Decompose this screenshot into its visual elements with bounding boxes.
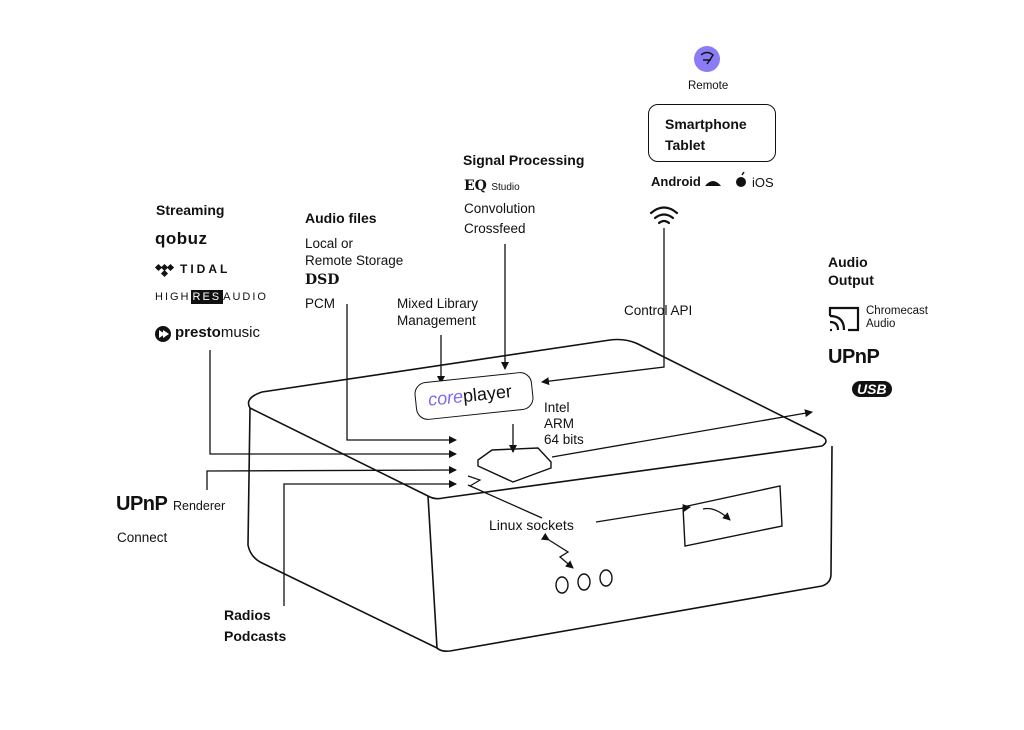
chromecast-icon — [828, 306, 860, 332]
input-bracket — [467, 475, 482, 487]
connector-streaming — [209, 350, 457, 458]
cpu-bits: 64 bits — [544, 432, 584, 447]
button-3 — [599, 569, 613, 587]
ios-label: iOS — [752, 175, 774, 190]
coreplayer-core: core — [427, 386, 465, 410]
device-top-face — [247, 338, 827, 500]
cpu-intel: Intel — [544, 400, 570, 415]
library-line-1: Mixed Library — [397, 296, 479, 311]
streaming-title: Streaming — [156, 202, 225, 218]
eq-label: EQ — [464, 178, 487, 194]
coreplayer-player: player — [461, 381, 513, 407]
apple-icon — [736, 171, 746, 187]
audio-files-remote: Remote Storage — [305, 253, 404, 268]
connector-linux-squiggle — [540, 532, 574, 569]
connector-radios — [283, 480, 457, 606]
audio-files-title: Audio files — [305, 210, 377, 226]
display-arrow — [702, 507, 731, 521]
connector-renderer — [206, 466, 457, 490]
audio-output-title-2: Output — [828, 272, 874, 288]
connector-output — [551, 409, 813, 458]
convolution-label: Convolution — [464, 201, 536, 216]
radios-label: Radios — [224, 607, 271, 623]
pcm-label: PCM — [305, 296, 335, 311]
dsd-label: DSD — [305, 272, 340, 288]
eq-studio: EQ Studio — [464, 177, 520, 195]
qobuz-logo: qobuz — [155, 229, 208, 248]
audio-output-title-1: Audio — [828, 254, 868, 270]
device-box — [247, 338, 833, 652]
presto-word: presto — [175, 324, 221, 341]
front-buttons — [555, 569, 613, 594]
upnp-output-logo: UPnP — [828, 346, 880, 368]
linux-sockets-label: Linux sockets — [489, 517, 574, 533]
device-line-smartphone: Smartphone — [665, 116, 747, 132]
front-display — [682, 485, 783, 547]
wifi-icon — [649, 206, 679, 225]
podcasts-label: Podcasts — [224, 628, 287, 644]
coreplayer-logo: coreplayer — [427, 381, 513, 411]
smartphone-tablet-box: Smartphone Tablet — [648, 104, 776, 162]
remote-app-icon — [694, 46, 720, 72]
connector-linux-display — [595, 504, 691, 523]
device-line-tablet: Tablet — [665, 137, 706, 153]
connector-linux-up — [467, 484, 543, 519]
remote-label: Remote — [688, 80, 729, 92]
presto-icon — [155, 326, 171, 342]
tidal-logo: TIDAL — [180, 262, 231, 276]
chip — [477, 447, 552, 483]
audio-files-local: Local or — [305, 236, 354, 251]
library-line-2: Management — [397, 313, 476, 328]
renderer-label: Renderer — [173, 499, 226, 513]
tidal-icon — [154, 263, 175, 278]
android-label: Android — [651, 174, 701, 189]
chromecast-line-1: Chromecast — [866, 305, 928, 317]
device-front-face — [427, 445, 833, 652]
chromecast-line-2: Audio — [866, 318, 896, 330]
connector-control-api — [541, 228, 665, 386]
upnp-renderer-logo: UPnP — [116, 493, 168, 515]
music-word: music — [220, 324, 261, 341]
prestomusic-logo: prestomusic — [175, 324, 260, 341]
crossfeed-label: Crossfeed — [464, 221, 526, 236]
signal-processing-title: Signal Processing — [463, 152, 585, 168]
connect-label: Connect — [117, 530, 168, 545]
eq-studio-label: Studio — [491, 182, 520, 193]
button-1 — [555, 576, 569, 594]
android-icon — [705, 181, 721, 186]
hra-res: RES — [190, 290, 224, 304]
cpu-arm: ARM — [544, 416, 574, 431]
usb-logo: USB — [852, 381, 892, 397]
hra-audio: AUDIO — [223, 291, 268, 303]
control-api-label: Control API — [624, 303, 693, 318]
chromecast-audio-label: Chromecast Audio — [866, 305, 928, 331]
hra-high: HIGH — [155, 291, 191, 303]
connector-audio-files — [346, 304, 457, 444]
button-2 — [577, 573, 591, 591]
device-left-face — [247, 407, 438, 649]
